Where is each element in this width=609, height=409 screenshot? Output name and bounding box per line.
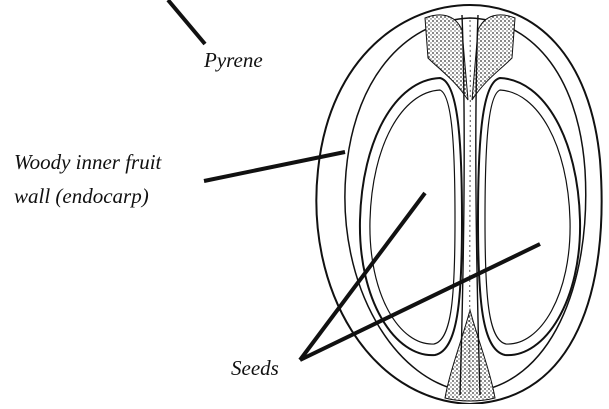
pyrene-label: Pyrene <box>204 48 263 72</box>
right-seed <box>478 78 580 355</box>
pyrene-leader-line <box>168 0 205 44</box>
endocarp-label-line2: wall (endocarp) <box>14 184 149 208</box>
left-seed <box>360 78 462 355</box>
endocarp-label-line1: Woody inner fruit <box>14 150 161 174</box>
endocarp-leader-line <box>204 152 345 181</box>
seeds-label: Seeds <box>231 356 279 380</box>
